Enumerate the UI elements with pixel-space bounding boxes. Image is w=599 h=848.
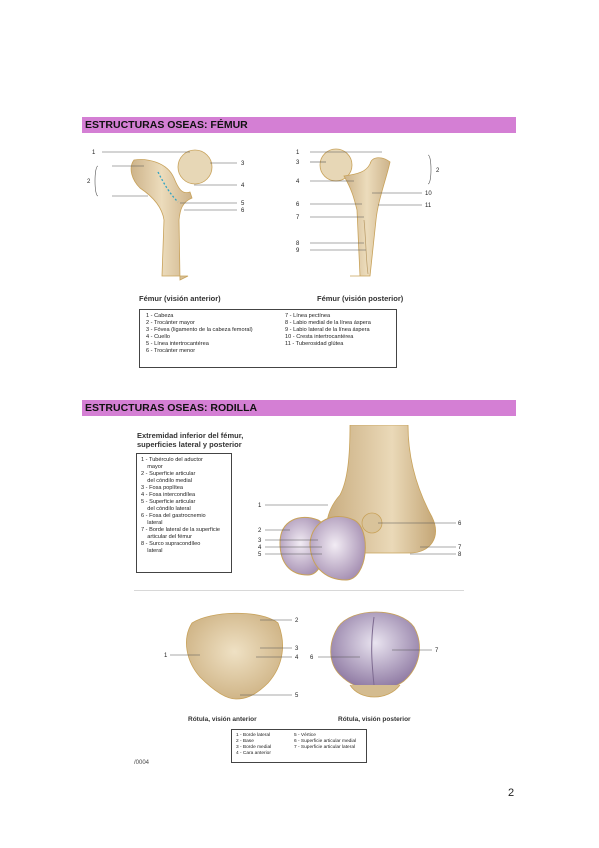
- femur-posterior-drawing: [310, 148, 432, 277]
- rodilla-heading-line: Extremidad inferior del fémur,: [137, 431, 244, 440]
- femur-anterior-label: 5: [241, 201, 245, 207]
- femur-posterior-label: 3: [296, 160, 300, 166]
- legend-item: 6 - Trocánter menor: [146, 348, 196, 354]
- legend-item: articular del fémur: [141, 534, 192, 540]
- section-title-rodilla: ESTRUCTURAS OSEAS: RODILLA: [82, 400, 516, 416]
- distal-femur-label: 1: [258, 503, 262, 509]
- femur-posterior-label: 7: [296, 215, 300, 221]
- legend-item: 5 - Superficie articular: [141, 499, 196, 505]
- distal-femur-label: 3: [258, 538, 262, 544]
- distal-femur-label: 8: [458, 552, 462, 558]
- femur-anterior-label: 6: [241, 208, 245, 214]
- legend-item: 3 - Borde medial: [236, 745, 272, 750]
- legend-item: 1 - Tubérculo del aductor: [141, 457, 203, 463]
- rodilla-heading: Extremidad inferior del fémur, superfici…: [137, 431, 243, 449]
- femur-anterior-drawing: [94, 149, 237, 281]
- distal-femur-label: 5: [258, 552, 262, 558]
- legend-item: 3 - Fóvea (ligamento de la cabeza femora…: [146, 327, 253, 333]
- legend-item: mayor: [141, 464, 163, 470]
- section-title-femur: ESTRUCTURAS OSEAS: FÉMUR: [82, 117, 516, 133]
- legend-item: 11 - Tuberosidad glútea: [285, 341, 344, 347]
- patella-illustration: 1 2 3 4 5 6 7 Rótula, visión anterior Ró…: [164, 611, 439, 723]
- legend-item: 7 - Superficie articular lateral: [294, 745, 356, 750]
- caption-femur-posterior: Fémur (visión posterior): [317, 294, 404, 303]
- patella-anterior-label: 1: [164, 653, 168, 659]
- footer-fragment: /0004: [134, 760, 150, 766]
- legend-item: 5 - Vértice: [294, 733, 316, 738]
- femur-anterior-label: 4: [241, 183, 245, 189]
- legend-item: 3 - Fosa poplítea: [141, 485, 183, 491]
- patella-legend: 1 - Borde lateral 2 - Base 3 - Borde med…: [231, 729, 367, 763]
- legend-item: 1 - Cabeza: [146, 313, 174, 319]
- distal-femur-label: 6: [458, 521, 462, 527]
- legend-item: del cóndilo medial: [141, 478, 192, 484]
- femur-illustration: 1 2 3 4 5 6 1 3 4 2 10 11 6 7 8 9 Fémur …: [87, 148, 440, 303]
- distal-femur-illustration: 1 2 3 4 5 6 7 8: [258, 425, 462, 581]
- patella-anterior-label: 4: [295, 655, 299, 661]
- legend-item: 7 - Borde lateral de la superficie: [141, 527, 220, 533]
- patella-posterior-label: 6: [310, 655, 314, 661]
- legend-item: 8 - Labio medial de la línea áspera: [285, 320, 371, 326]
- legend-item: 10 - Cresta intertrocantérea: [285, 334, 354, 340]
- patella-anterior-label: 3: [295, 646, 299, 652]
- legend-item: 7 - Línea pectínea: [285, 313, 331, 319]
- distal-femur-label: 2: [258, 528, 262, 534]
- rodilla-legend: 1 - Tubérculo del aductor mayor 2 - Supe…: [136, 453, 232, 573]
- legend-item: 1 - Borde lateral: [236, 733, 271, 738]
- rodilla-heading-line: superficies lateral y posterior: [137, 440, 242, 449]
- femur-posterior-label: 11: [425, 203, 432, 209]
- caption-rotula-posterior: Rótula, visión posterior: [338, 716, 411, 723]
- patella-anterior-label: 2: [295, 618, 299, 624]
- legend-item: 5 - Línea intertrocantérea: [146, 341, 209, 347]
- femur-anterior-label: 2: [87, 179, 91, 185]
- divider: [134, 590, 464, 591]
- legend-item: 2 - Base: [236, 739, 254, 744]
- legend-item: del cóndilo lateral: [141, 506, 191, 512]
- distal-femur-label: 7: [458, 545, 462, 551]
- patella-posterior-label: 7: [435, 648, 439, 654]
- legend-item: lateral: [141, 520, 163, 526]
- legend-item: 4 - Cara anterior: [236, 751, 271, 756]
- legend-item: 4 - Fosa intercondílea: [141, 492, 196, 498]
- femur-posterior-label: 1: [296, 150, 300, 156]
- legend-item: 2 - Trocánter mayor: [146, 320, 195, 326]
- femur-posterior-label: 10: [425, 191, 432, 197]
- legend-item: lateral: [141, 548, 163, 554]
- femur-posterior-label: 8: [296, 241, 300, 247]
- caption-femur-anterior: Fémur (visión anterior): [139, 294, 221, 303]
- legend-item: 4 - Cuello: [146, 334, 170, 340]
- femur-anterior-label: 1: [92, 150, 96, 156]
- caption-rotula-anterior: Rótula, visión anterior: [188, 716, 257, 723]
- legend-item: 6 - Superficie articular medial: [294, 739, 357, 744]
- femur-legend: 1 - Cabeza 2 - Trocánter mayor 3 - Fóvea…: [139, 309, 397, 368]
- femur-posterior-label: 4: [296, 179, 300, 185]
- femur-posterior-label: 9: [296, 248, 300, 254]
- distal-femur-label: 4: [258, 545, 262, 551]
- legend-item: 9 - Labio lateral de la línea áspera: [285, 327, 370, 333]
- femur-posterior-label: 2: [436, 168, 440, 174]
- page-number: 2: [508, 787, 515, 799]
- legend-item: 8 - Surco supracondíleo: [141, 541, 201, 547]
- legend-item: 2 - Superficie articular: [141, 471, 196, 477]
- femur-posterior-label: 6: [296, 202, 300, 208]
- femur-anterior-label: 3: [241, 161, 245, 167]
- patella-anterior-label: 5: [295, 693, 299, 699]
- legend-item: 6 - Fosa del gastrocnemio: [141, 513, 206, 519]
